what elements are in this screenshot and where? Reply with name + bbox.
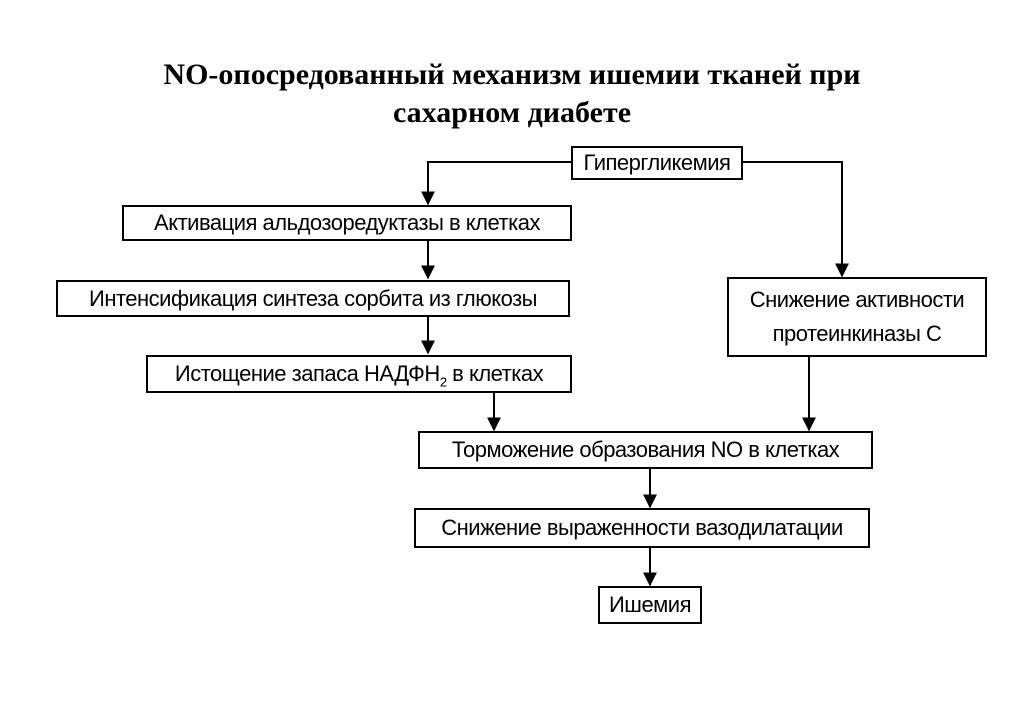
node-vasodilation-reduction-label: Снижение выраженности вазодилатации: [441, 515, 843, 540]
node-aldose-reductase-label: Активация альдозоредуктазы в клетках: [154, 210, 540, 235]
node-nadph-prefix: Истощение запаса НАДФН: [174, 361, 440, 386]
node-nadph-subscript: 2: [439, 374, 447, 390]
node-sorbitol-synthesis: Интенсификация синтеза сорбита из глюкоз…: [56, 280, 570, 317]
node-nadph-depletion-label: Истощение запаса НАДФН2 в клетках: [174, 361, 544, 390]
node-no-inhibition: Торможение образования NO в клетках: [418, 431, 873, 469]
node-nadph-depletion: Истощение запаса НАДФН2 в клетках: [146, 355, 572, 393]
node-pkc-line-1: Снижение активности: [749, 287, 965, 312]
node-hyperglycemia-label: Гипергликемия: [583, 150, 731, 175]
diagram-title: NO-опосредованный механизм ишемии тканей…: [0, 56, 1024, 132]
node-pkc-line-2: протеинкиназы С: [772, 321, 942, 346]
node-hyperglycemia: Гипергликемия: [571, 146, 743, 180]
arrow-hyperglycemia-aldose: [421, 161, 571, 206]
node-pkc-reduction: Снижение активности протеинкиназы С: [727, 277, 987, 357]
node-sorbitol-synthesis-label: Интенсификация синтеза сорбита из глюкоз…: [89, 285, 537, 311]
node-nadph-suffix: в клетках: [446, 361, 544, 386]
title-line-1: NO-опосредованный механизм ишемии тканей…: [163, 58, 861, 91]
node-vasodilation-reduction: Снижение выраженности вазодилатации: [414, 508, 870, 548]
node-aldose-reductase: Активация альдозоредуктазы в клетках: [122, 205, 572, 241]
node-no-inhibition-label: Торможение образования NO в клетках: [451, 437, 840, 462]
node-ischemia-label: Ишемия: [608, 592, 692, 617]
arrow-hyperglycemia-pkc: [742, 161, 849, 278]
title-line-2: сахарном диабете: [392, 96, 632, 129]
node-ischemia: Ишемия: [598, 586, 702, 624]
